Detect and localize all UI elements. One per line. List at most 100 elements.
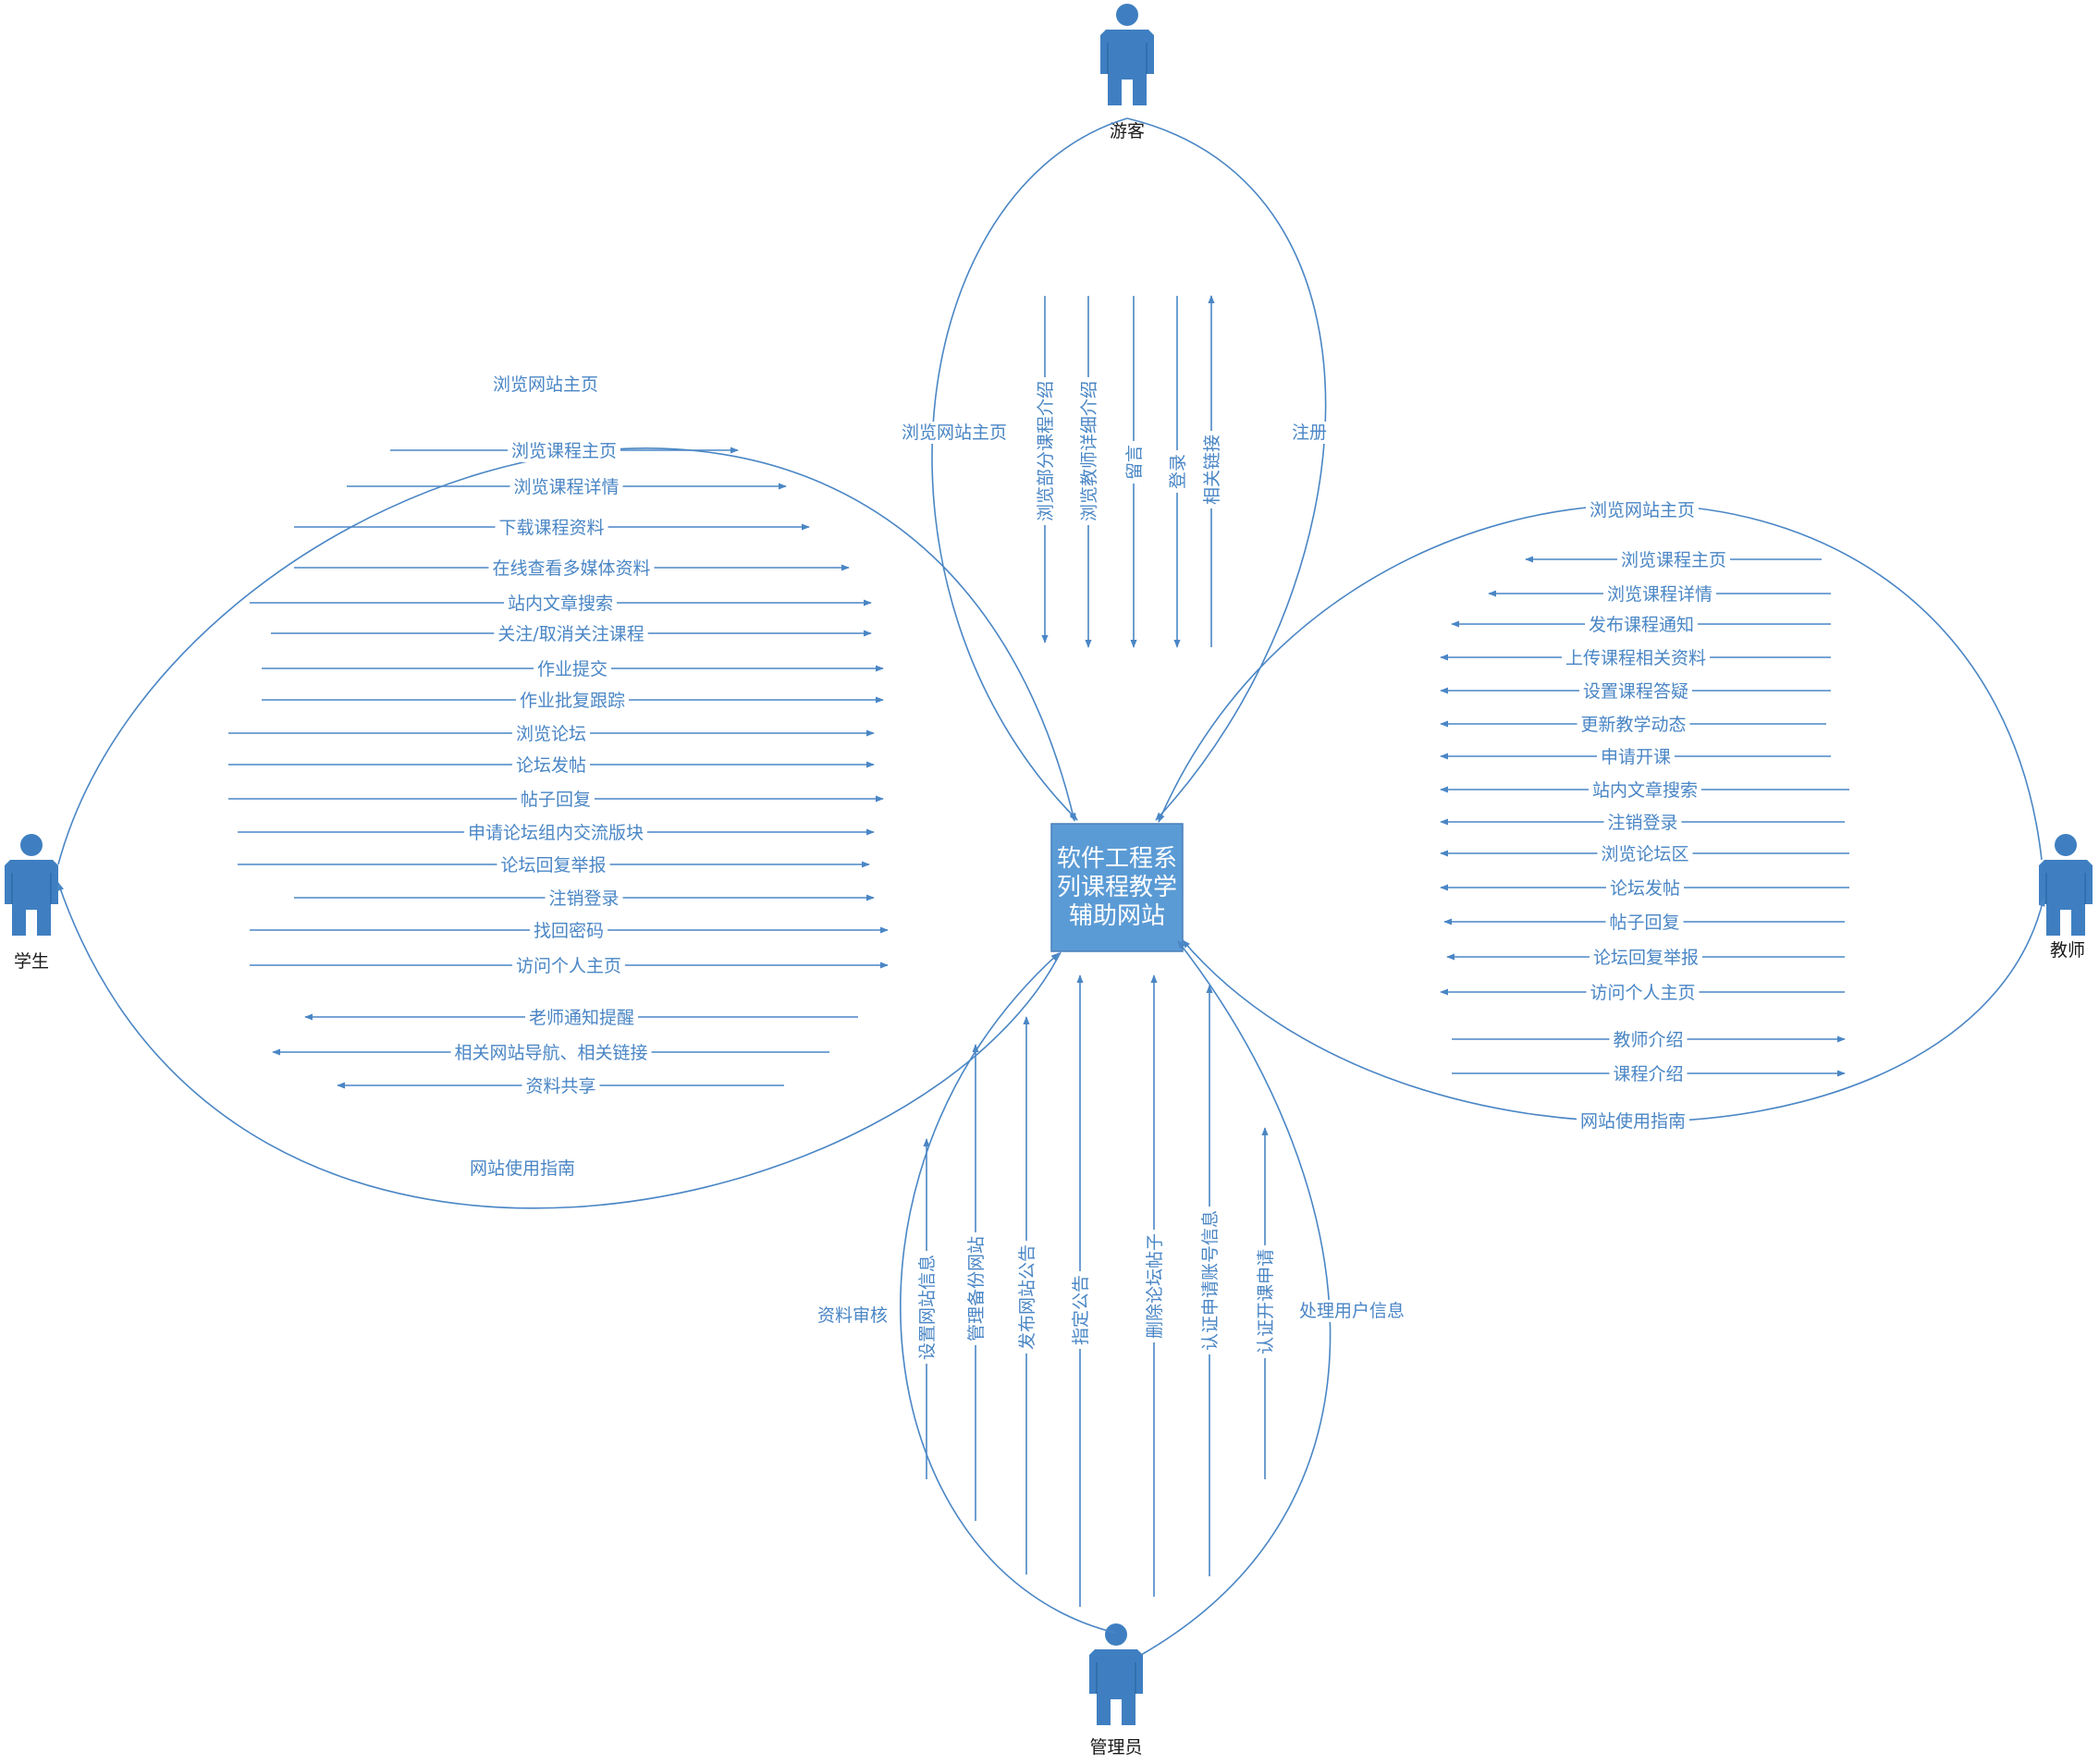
student-to-system-flow-label: 作业提交 bbox=[537, 659, 608, 680]
student-to-system-flow-label: 浏览论坛 bbox=[516, 724, 586, 744]
teacher-to-system-flow-label: 浏览课程详情 bbox=[1607, 584, 1712, 605]
teacher-to-system-flow-6: 申请开课 bbox=[1440, 746, 1831, 768]
teacher-to-system-flow-label: 申请开课 bbox=[1601, 747, 1671, 767]
teacher-to-system-flow-10: 论坛发帖 bbox=[1440, 877, 1849, 900]
student-to-system-flow-label: 浏览课程详情 bbox=[513, 477, 619, 497]
teacher-person-icon bbox=[2038, 833, 2093, 937]
teacher-to-system-flow-5: 更新教学动态 bbox=[1440, 714, 1826, 736]
visitor-flow-3: 登录 bbox=[1167, 296, 1189, 648]
teacher-to-system-flow-label: 访问个人主页 bbox=[1590, 983, 1695, 1003]
teacher-actor: 教师 bbox=[2038, 833, 2093, 961]
visitor-label: 游客 bbox=[1110, 121, 1145, 141]
system-title-line-3: 辅助网站 bbox=[1069, 902, 1165, 930]
admin-loop-right-label: 处理用户信息 bbox=[1299, 1301, 1405, 1321]
admin-flow-label: 认证申请账号信息 bbox=[1200, 1210, 1221, 1351]
teacher-to-system-flow-label: 设置课程答疑 bbox=[1583, 681, 1688, 702]
teacher-to-system-flow-label: 站内文章搜索 bbox=[1592, 780, 1698, 801]
student-to-system-flow-6: 作业提交 bbox=[262, 658, 884, 680]
teacher-to-system-flow-2: 发布课程通知 bbox=[1451, 614, 1831, 636]
admin-flow-6: 认证开课申请 bbox=[1255, 1127, 1277, 1479]
visitor-flow-label: 浏览部分课程介绍 bbox=[1036, 381, 1056, 521]
visitor-flow-0: 浏览部分课程介绍 bbox=[1035, 296, 1057, 643]
teacher-to-system-flow-13: 访问个人主页 bbox=[1440, 982, 1845, 1004]
student-to-system-flow-8: 浏览论坛 bbox=[228, 723, 875, 745]
teacher-loop-bottom-label: 网站使用指南 bbox=[1580, 1111, 1686, 1132]
visitor-flow-label: 留言 bbox=[1124, 445, 1145, 480]
student-to-system-flow-label: 访问个人主页 bbox=[516, 956, 621, 976]
teacher-to-system-flow-4: 设置课程答疑 bbox=[1440, 680, 1831, 703]
admin-flow-label: 指定公告 bbox=[1071, 1275, 1091, 1345]
visitor-loop-right-label: 注册 bbox=[1292, 423, 1327, 443]
student-to-system-flow-label: 作业批复跟踪 bbox=[520, 691, 625, 711]
teacher-to-system-flow-label: 论坛回复举报 bbox=[1593, 948, 1699, 968]
admin-flow-3: 指定公告 bbox=[1070, 974, 1092, 1607]
visitor-loop-left-label: 浏览网站主页 bbox=[902, 423, 1007, 443]
student-to-system-flow-label: 注销登录 bbox=[548, 888, 619, 909]
student-to-system-flow-label: 申请论坛组内交流版块 bbox=[468, 823, 644, 843]
visitor-flow-2: 留言 bbox=[1123, 296, 1146, 648]
student-to-system-flow-label: 论坛回复举报 bbox=[500, 855, 606, 876]
student-to-system-flow-label: 下载课程资料 bbox=[498, 518, 604, 538]
flow-arrows: 浏览课程主页浏览课程详情下载课程资料在线查看多媒体资料站内文章搜索关注/取消关注… bbox=[228, 295, 1849, 1607]
student-from-system-flow-0: 老师通知提醒 bbox=[304, 1007, 858, 1029]
student-to-system-flow-15: 访问个人主页 bbox=[250, 955, 889, 977]
student-to-system-flow-13: 注销登录 bbox=[294, 888, 875, 910]
teacher-to-system-flow-label: 上传课程相关资料 bbox=[1565, 648, 1706, 668]
student-to-system-flow-3: 在线查看多媒体资料 bbox=[294, 557, 850, 580]
student-actor: 学生 bbox=[4, 833, 59, 972]
student-from-system-flow-2: 资料共享 bbox=[337, 1075, 784, 1097]
visitor-loop-left bbox=[931, 117, 1128, 821]
visitor-flow-label: 登录 bbox=[1168, 454, 1188, 489]
teacher-to-system-flow-3: 上传课程相关资料 bbox=[1440, 647, 1831, 669]
student-from-system-flow-label: 相关网站导航、相关链接 bbox=[454, 1043, 647, 1063]
teacher-from-system-flow-1: 课程介绍 bbox=[1452, 1063, 1846, 1085]
teacher-to-system-flow-label: 浏览论坛区 bbox=[1601, 844, 1688, 864]
loop-labels: 浏览网站主页 注册 浏览网站主页 网站使用指南 浏览网站主页 网站使用指南 资料… bbox=[465, 374, 1700, 1327]
student-to-system-flow-0: 浏览课程主页 bbox=[390, 440, 739, 462]
admin-flow-1: 管理备份网站 bbox=[965, 1044, 988, 1521]
teacher-from-system-flow-label: 课程介绍 bbox=[1613, 1064, 1683, 1084]
admin-flow-label: 认证开课申请 bbox=[1256, 1249, 1276, 1354]
teacher-to-system-flow-7: 站内文章搜索 bbox=[1440, 779, 1849, 802]
teacher-to-system-flow-label: 更新教学动态 bbox=[1580, 715, 1686, 735]
visitor-flow-4: 相关链接 bbox=[1201, 295, 1223, 647]
teacher-loop-top-label: 浏览网站主页 bbox=[1590, 500, 1695, 521]
student-to-system-flow-4: 站内文章搜索 bbox=[250, 593, 872, 615]
student-to-system-flow-label: 站内文章搜索 bbox=[508, 594, 613, 614]
student-to-system-flow-7: 作业批复跟踪 bbox=[262, 690, 884, 712]
student-label: 学生 bbox=[14, 951, 49, 972]
admin-flow-label: 设置网站信息 bbox=[917, 1255, 938, 1360]
system-box: 软件工程系 列课程教学 辅助网站 bbox=[1050, 823, 1184, 952]
student-to-system-flow-10: 帖子回复 bbox=[228, 789, 884, 811]
student-to-system-flow-label: 浏览课程主页 bbox=[511, 441, 617, 461]
system-title-line-2: 列课程教学 bbox=[1057, 874, 1177, 901]
admin-loop-left bbox=[900, 952, 1116, 1634]
admin-loop-right bbox=[1140, 940, 1332, 1656]
teacher-to-system-flow-label: 论坛发帖 bbox=[1610, 878, 1680, 899]
admin-actor: 管理员 bbox=[1088, 1623, 1144, 1758]
teacher-to-system-flow-0: 浏览课程主页 bbox=[1525, 549, 1822, 571]
visitor-loop-right bbox=[1126, 117, 1327, 821]
student-to-system-flow-label: 帖子回复 bbox=[521, 790, 591, 810]
student-to-system-flow-9: 论坛发帖 bbox=[228, 754, 875, 777]
student-to-system-flow-14: 找回密码 bbox=[250, 920, 889, 942]
admin-label: 管理员 bbox=[1089, 1737, 1142, 1758]
teacher-to-system-flow-12: 论坛回复举报 bbox=[1446, 947, 1845, 969]
student-to-system-flow-label: 在线查看多媒体资料 bbox=[492, 558, 650, 579]
visitor-person-icon bbox=[1099, 3, 1155, 106]
admin-flow-label: 发布网站公告 bbox=[1017, 1244, 1037, 1350]
student-loop-top-label: 浏览网站主页 bbox=[493, 374, 598, 395]
student-to-system-flow-2: 下载课程资料 bbox=[294, 517, 810, 539]
student-from-system-flow-label: 老师通知提醒 bbox=[529, 1008, 634, 1028]
teacher-to-system-flow-label: 浏览课程主页 bbox=[1621, 550, 1726, 570]
admin-flow-label: 管理备份网站 bbox=[966, 1236, 987, 1341]
teacher-from-system-flow-0: 教师介绍 bbox=[1452, 1029, 1846, 1051]
admin-flow-5: 认证申请账号信息 bbox=[1199, 985, 1221, 1576]
teacher-to-system-flow-label: 帖子回复 bbox=[1609, 913, 1679, 933]
admin-flow-0: 设置网站信息 bbox=[916, 1138, 939, 1479]
teacher-to-system-flow-label: 注销登录 bbox=[1607, 813, 1677, 833]
student-loop-bottom bbox=[57, 882, 1062, 1209]
student-person-icon bbox=[4, 833, 59, 937]
student-to-system-flow-label: 关注/取消关注课程 bbox=[497, 624, 644, 644]
